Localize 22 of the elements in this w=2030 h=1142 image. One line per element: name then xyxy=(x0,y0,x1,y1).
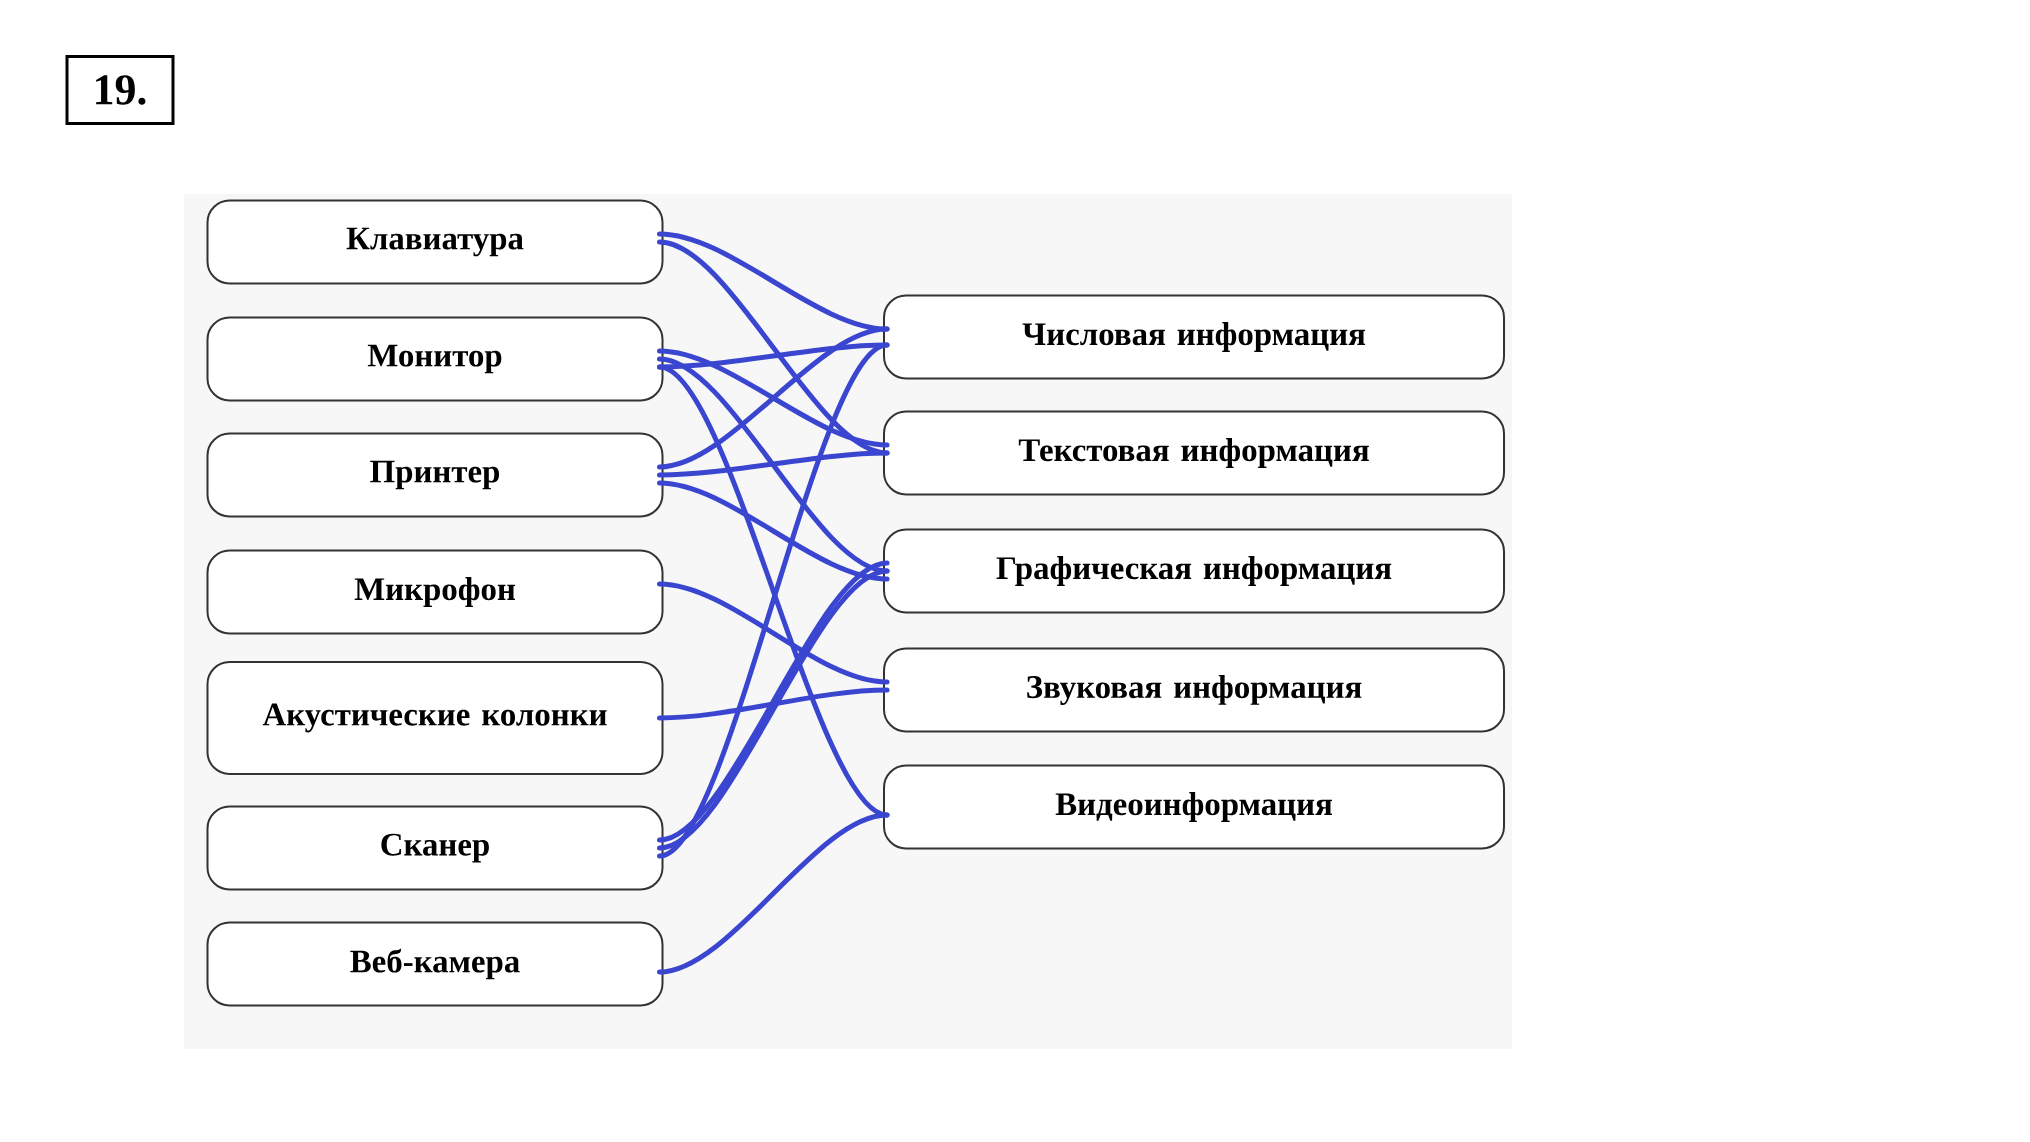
device-box: Текстовая информация xyxy=(883,410,1505,496)
connecting-line xyxy=(657,348,890,448)
connecting-line xyxy=(657,450,890,478)
device-box: Принтер xyxy=(206,432,664,518)
device-box: Числовая информация xyxy=(883,294,1505,380)
connecting-line xyxy=(657,687,890,721)
device-box: Видеоинформация xyxy=(883,764,1505,850)
device-box: Сканер xyxy=(206,805,664,891)
device-box: Клавиатура xyxy=(206,199,664,285)
task-number: 19. xyxy=(65,55,175,125)
device-box: Веб-камера xyxy=(206,921,664,1007)
connecting-line xyxy=(657,581,890,685)
connecting-line xyxy=(657,326,890,470)
device-box: Микрофон xyxy=(206,549,664,635)
device-box: Монитор xyxy=(206,316,664,402)
connecting-line xyxy=(657,231,890,332)
device-box: Звуковая информация xyxy=(883,647,1505,733)
connecting-line xyxy=(657,812,890,975)
device-box: Графическая информация xyxy=(883,528,1505,614)
connecting-line xyxy=(657,480,890,582)
device-box: Акустические колонки xyxy=(206,661,664,775)
connecting-line xyxy=(657,356,890,574)
